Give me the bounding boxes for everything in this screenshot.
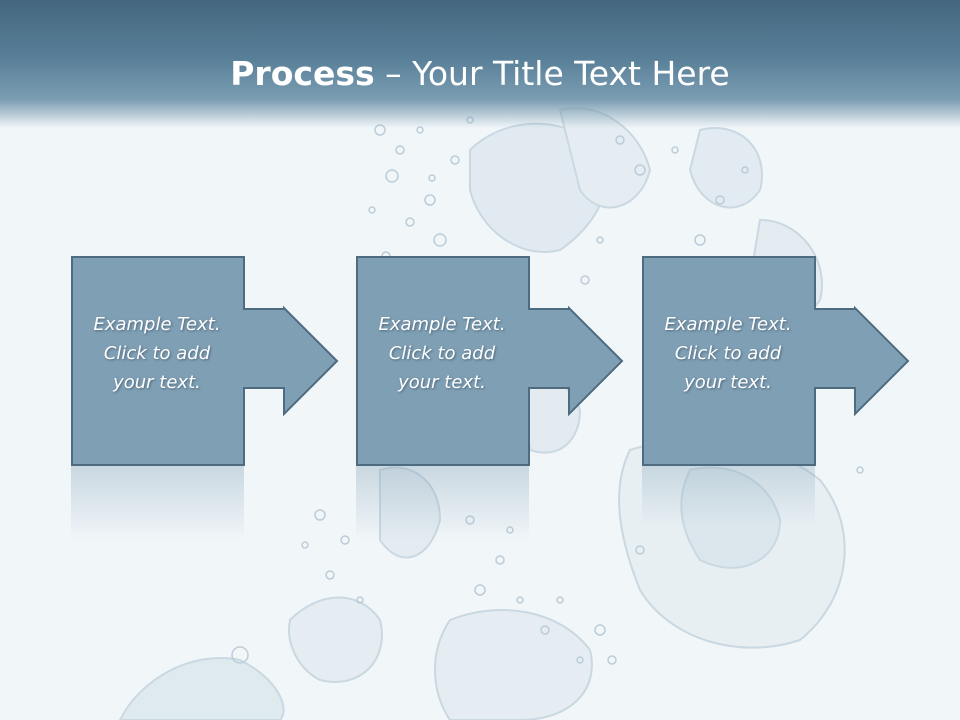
process-step-2[interactable]: Example Text. Click to add your text. — [356, 256, 626, 546]
step-3-line-1: Example Text. — [664, 314, 792, 335]
step-3-line-3: your text. — [684, 372, 772, 393]
step-2-line-2: Click to add — [388, 343, 496, 364]
title-bar — [0, 0, 960, 128]
title-rest: – Your Title Text Here — [374, 54, 730, 93]
step-1-text[interactable]: Example Text. Click to add your text. — [71, 310, 243, 397]
step-2-text[interactable]: Example Text. Click to add your text. — [356, 310, 528, 397]
step-1-line-1: Example Text. — [93, 314, 221, 335]
step-2-line-3: your text. — [398, 372, 486, 393]
title-bold: Process — [230, 54, 375, 93]
step-1-shape — [71, 256, 339, 541]
step-3-line-2: Click to add — [674, 343, 782, 364]
step-1-line-2: Click to add — [103, 343, 211, 364]
process-step-3[interactable]: Example Text. Click to add your text. — [642, 256, 912, 546]
process-step-1[interactable]: Example Text. Click to add your text. — [71, 256, 341, 546]
step-2-shape — [356, 256, 624, 541]
step-2-line-1: Example Text. — [378, 314, 506, 335]
step-3-shape — [642, 256, 910, 526]
slide-title[interactable]: Process – Your Title Text Here — [0, 52, 960, 96]
step-3-text[interactable]: Example Text. Click to add your text. — [642, 310, 814, 397]
step-1-line-3: your text. — [113, 372, 201, 393]
